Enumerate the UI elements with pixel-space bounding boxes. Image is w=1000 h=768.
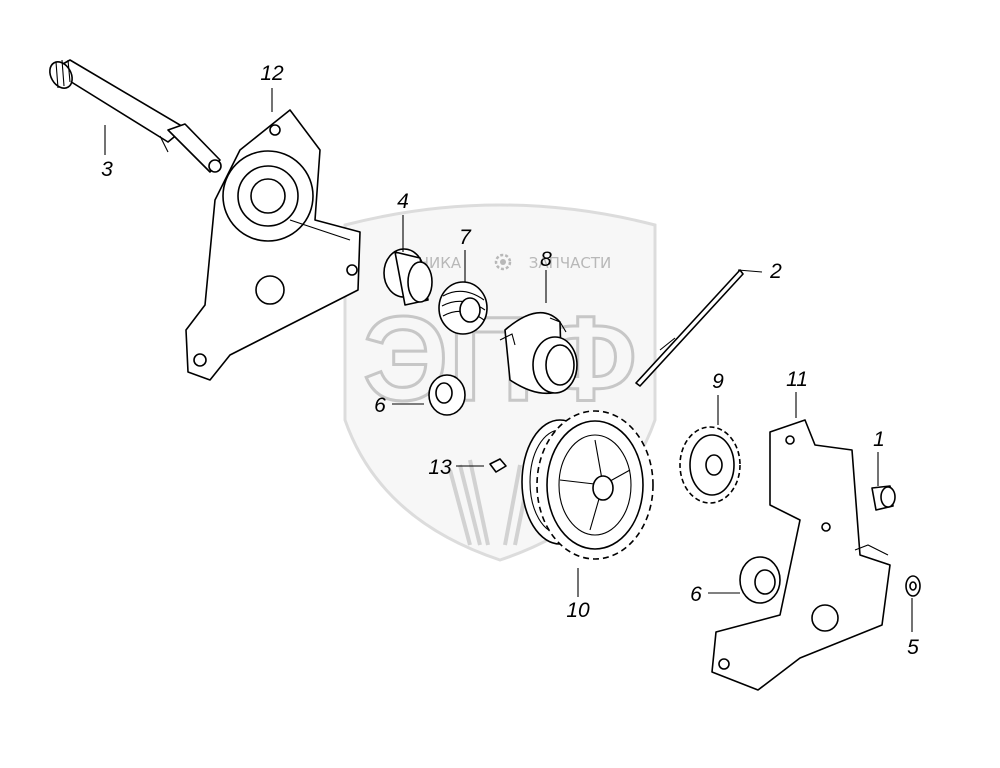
part-4-bushing xyxy=(383,248,433,306)
callout-4: 4 xyxy=(397,190,409,213)
callout-1: 1 xyxy=(873,428,885,451)
part-9-small-gear xyxy=(679,426,741,504)
callout-labels: 12 3 4 7 8 2 6 13 9 11 1 10 6 5 xyxy=(101,62,919,659)
leader-lines xyxy=(104,88,913,632)
part-11-bracket-right xyxy=(711,419,891,691)
callout-9: 9 xyxy=(712,370,724,393)
watermark-logo: ЭПФ xyxy=(363,292,637,426)
callout-12: 12 xyxy=(260,62,284,85)
callout-5: 5 xyxy=(907,636,919,659)
callout-11: 11 xyxy=(786,368,808,391)
callout-6-lower: 6 xyxy=(690,583,702,606)
callout-10: 10 xyxy=(566,599,590,622)
part-13-key xyxy=(489,458,507,473)
part-7-spring xyxy=(438,281,488,335)
part-3-shaft xyxy=(49,59,222,173)
part-2-pin xyxy=(635,269,744,387)
part-1-screw xyxy=(871,485,896,511)
part-6-washer-upper xyxy=(428,374,466,416)
callout-2: 2 xyxy=(769,260,782,283)
watermark-right-word: ЗАПЧАСТИ xyxy=(529,254,612,272)
gear-icon xyxy=(494,253,512,271)
callout-6-upper: 6 xyxy=(374,394,386,417)
part-8-cam-hub xyxy=(499,311,578,395)
callout-7: 7 xyxy=(459,226,472,249)
part-12-bracket-plate xyxy=(185,109,361,381)
callout-13: 13 xyxy=(428,456,452,479)
part-10-gear-wheel xyxy=(521,410,654,560)
callout-3: 3 xyxy=(101,158,113,181)
part-5-small-washer xyxy=(905,575,921,597)
part-6-washer-lower xyxy=(739,556,781,604)
callout-8: 8 xyxy=(540,248,552,271)
